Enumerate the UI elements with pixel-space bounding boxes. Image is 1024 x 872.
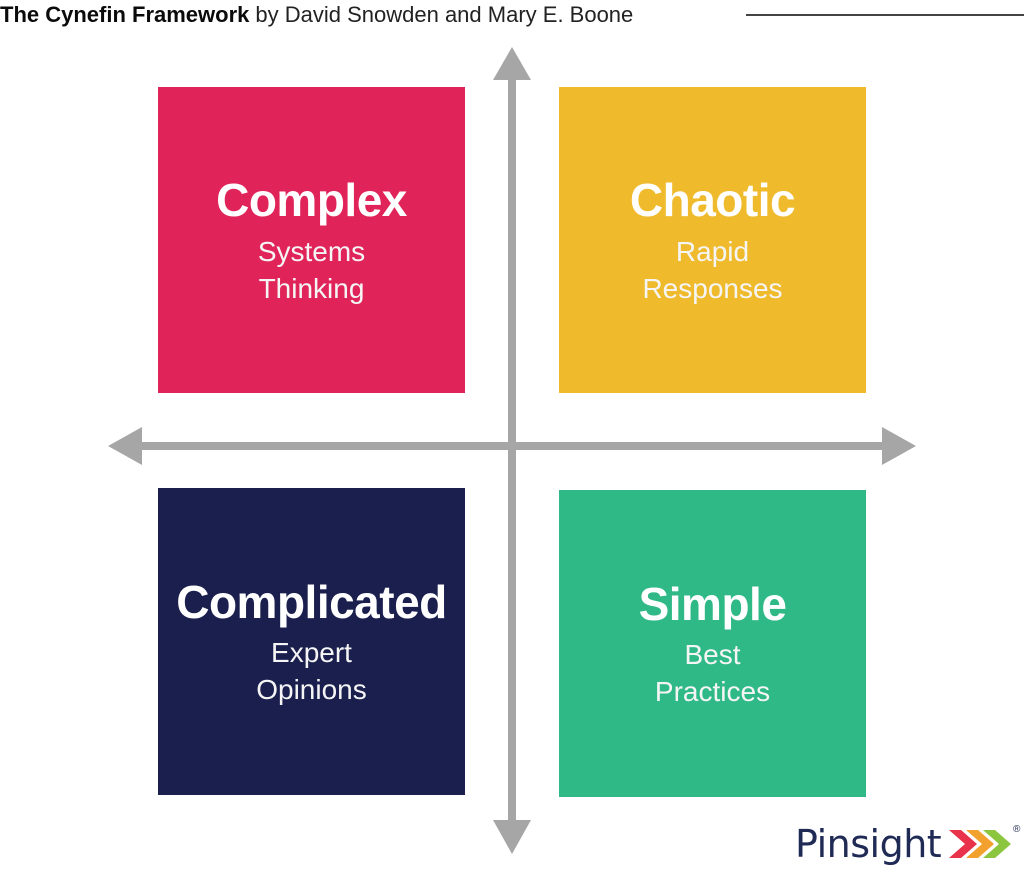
axis-arrow-down bbox=[493, 820, 531, 854]
quadrant-complex-line-2: Thinking bbox=[258, 272, 365, 304]
logo-text: Pinsight bbox=[795, 822, 942, 866]
quadrant-chaotic-line-2: Responses bbox=[642, 272, 783, 304]
registered-mark: ® bbox=[1013, 824, 1021, 835]
quadrant-chaotic-line-1: Rapid bbox=[675, 235, 750, 267]
quadrant-complicated-title: Complicated bbox=[176, 575, 447, 628]
chevrons-icon bbox=[949, 830, 1012, 858]
quadrant-complicated: Complicated Expert Opinions bbox=[158, 488, 465, 795]
quadrant-simple-line-1: Best bbox=[684, 639, 741, 671]
quadrant-complex: Complex Systems Thinking bbox=[158, 87, 465, 393]
horizontal-axis-line bbox=[140, 442, 885, 450]
quadrant-complicated-line-2: Opinions bbox=[256, 674, 367, 706]
quadrant-complicated-line-1: Expert bbox=[271, 637, 352, 669]
quadrant-simple-title: Simple bbox=[638, 577, 787, 630]
axis-arrow-right bbox=[882, 427, 916, 465]
quadrant-chaotic: Chaotic Rapid Responses bbox=[559, 87, 866, 393]
quadrant-complex-line-1: Systems bbox=[257, 235, 366, 267]
quadrant-chaotic-title: Chaotic bbox=[629, 174, 796, 227]
quadrant-simple-line-2: Practices bbox=[654, 676, 771, 708]
axis-arrow-left bbox=[108, 427, 142, 465]
quadrant-complex-title: Complex bbox=[216, 174, 407, 227]
axis-arrow-up bbox=[493, 47, 531, 80]
header-rule bbox=[746, 14, 1024, 16]
diagram-subtitle: by David Snowden and Mary E. Boone bbox=[255, 2, 634, 27]
diagram-title: The Cynefin Framework bbox=[0, 2, 250, 27]
quadrant-simple: Simple Best Practices bbox=[559, 490, 866, 797]
page-header: The Cynefin Framework by David Snowden a… bbox=[0, 0, 633, 30]
pinsight-logo: Pinsight ® bbox=[795, 822, 1020, 866]
